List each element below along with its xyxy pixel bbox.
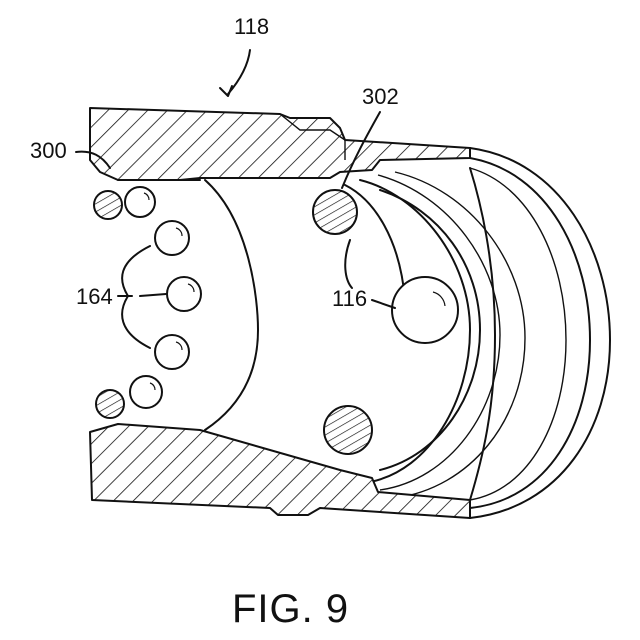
label-164: 164 — [76, 284, 113, 309]
ball — [392, 277, 458, 343]
top-wall-section — [90, 108, 470, 180]
cut-ball — [96, 390, 124, 418]
label-116: 116 — [332, 286, 367, 311]
bottom-wall-section — [90, 424, 470, 518]
label-302: 302 — [362, 84, 399, 109]
cut-ball — [324, 406, 372, 454]
ball — [155, 335, 189, 369]
ball — [155, 221, 189, 255]
ball — [167, 277, 201, 311]
cut-ball — [313, 190, 357, 234]
label-300: 300 — [30, 138, 67, 163]
end-cap-outline — [470, 148, 610, 518]
ball — [125, 187, 155, 217]
cut-ball — [94, 191, 122, 219]
ball — [130, 376, 162, 408]
figure-caption: FIG. 9 — [232, 587, 349, 631]
label-118: 118 — [234, 14, 269, 39]
